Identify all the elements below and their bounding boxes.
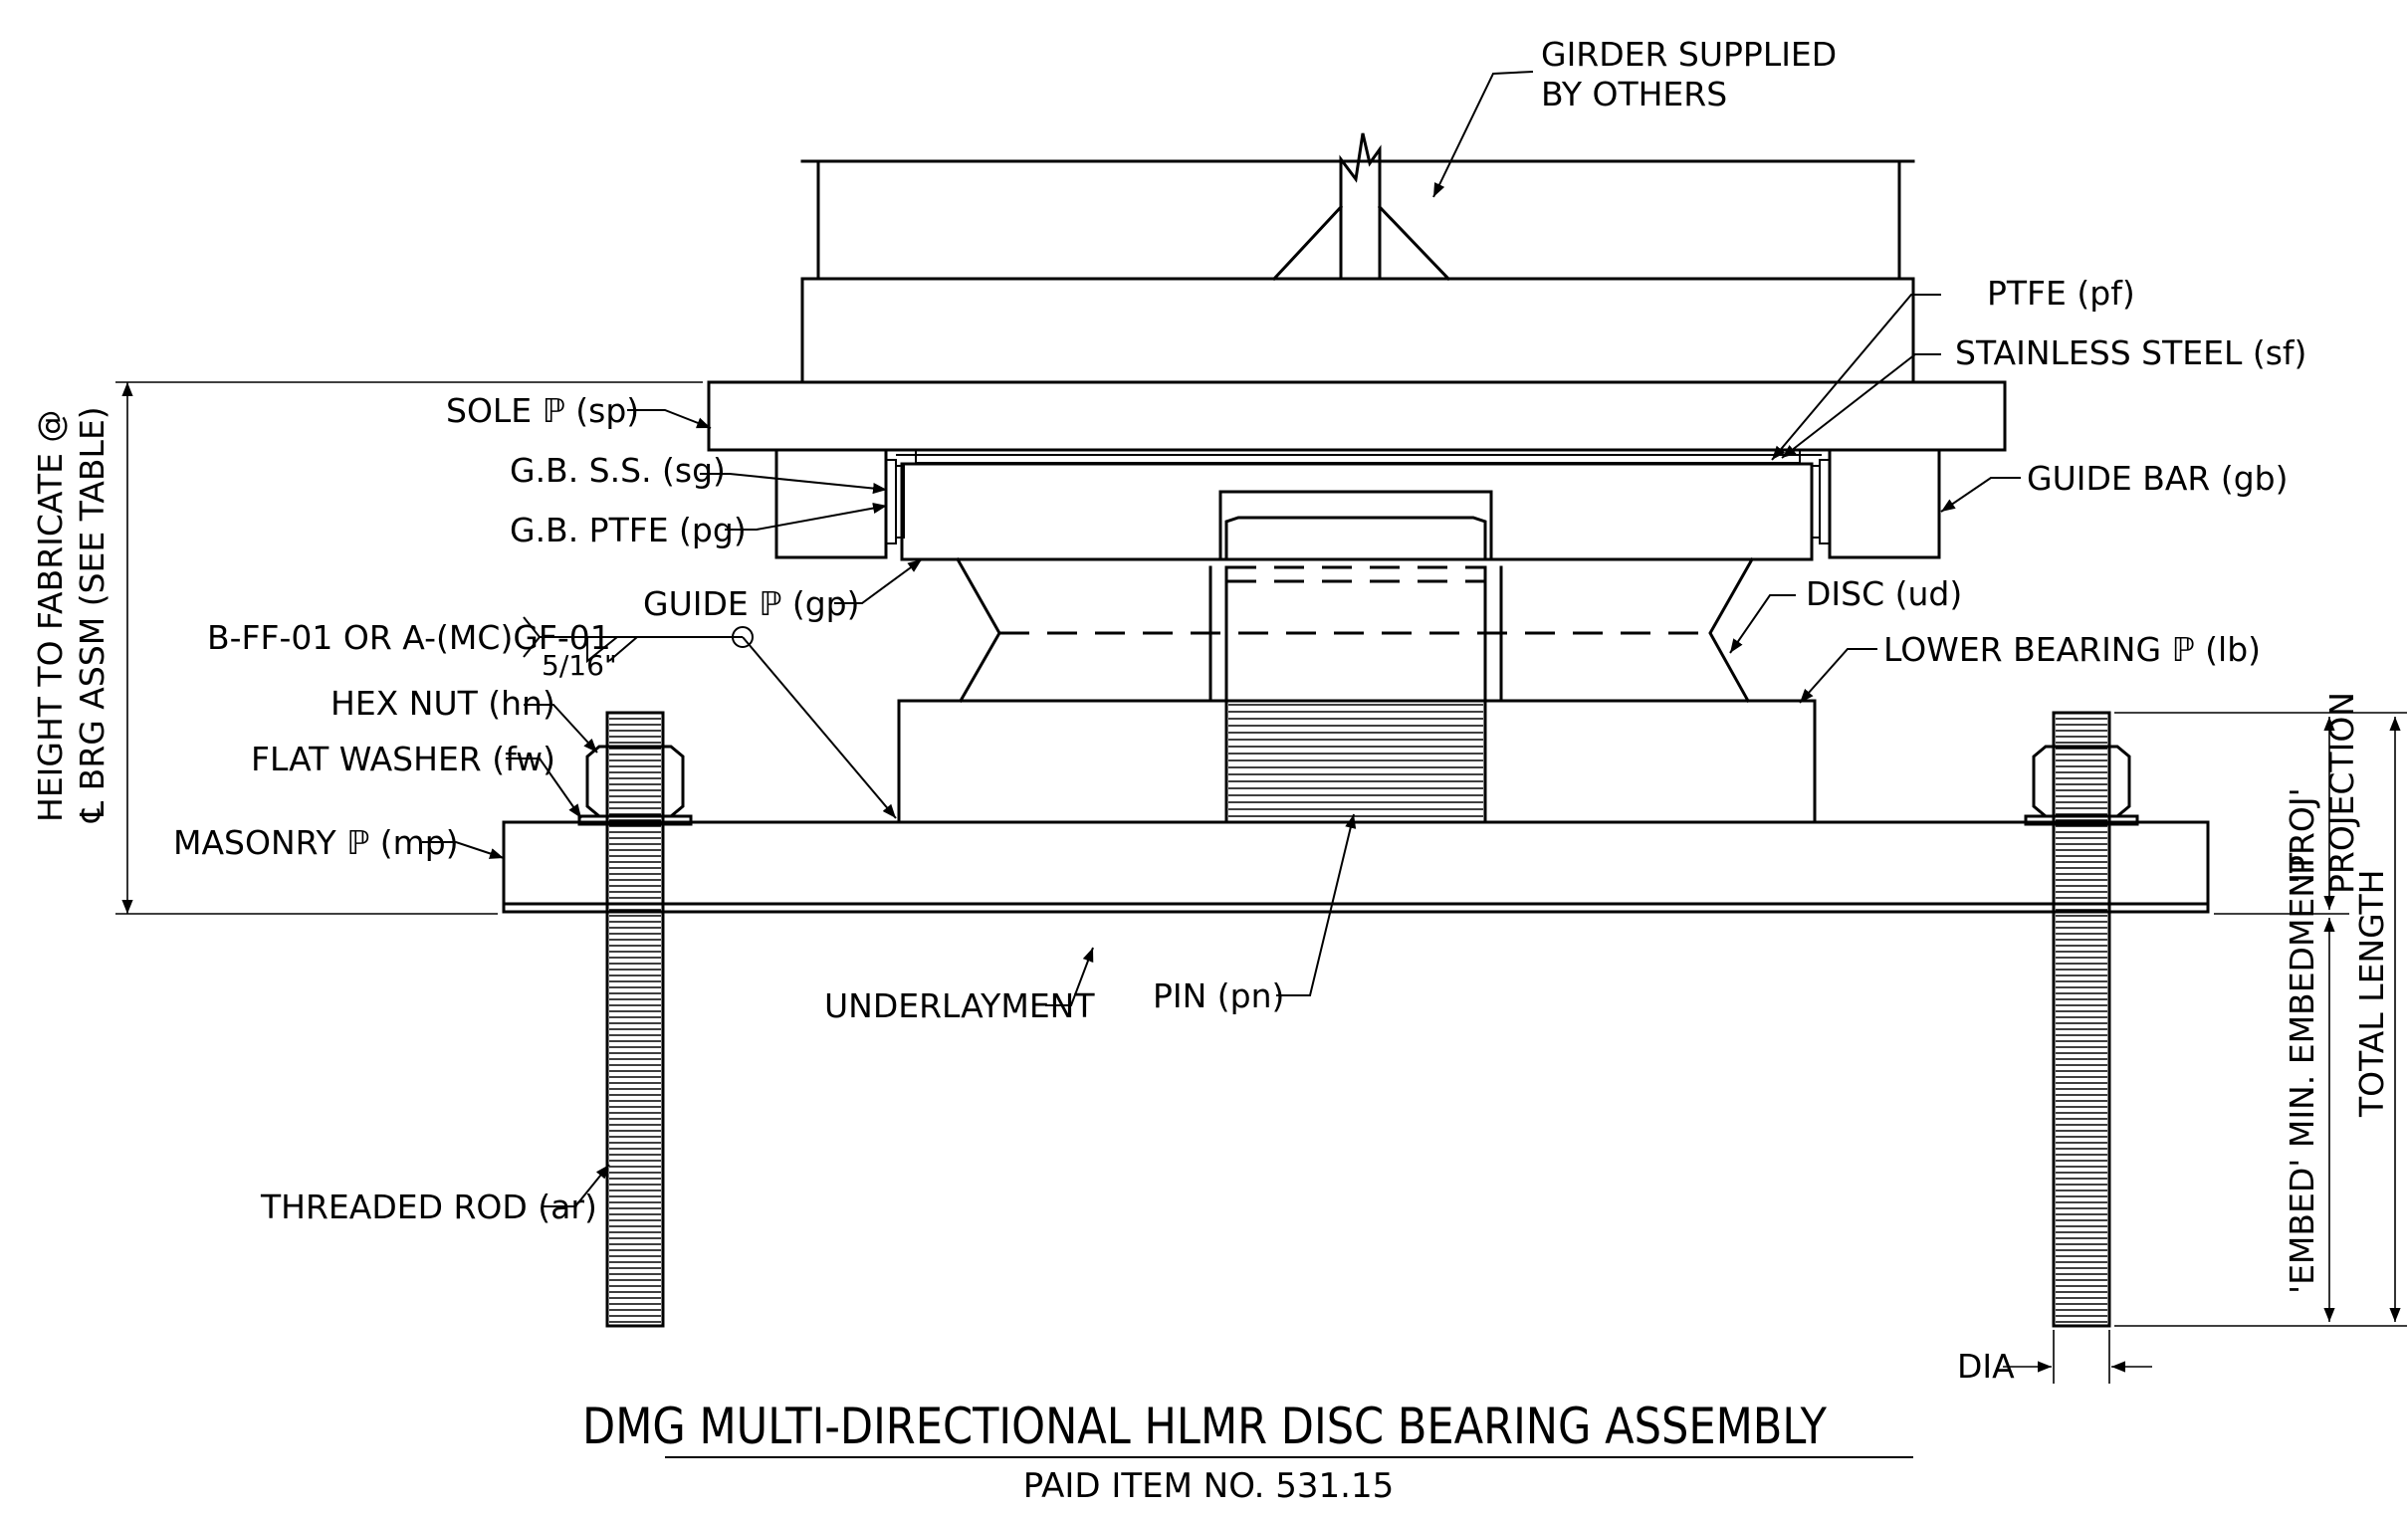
ptfe-label: PTFE (pf) bbox=[1987, 274, 2135, 313]
flat-washer-right bbox=[2024, 814, 2139, 826]
weld-size-label: 5/16" bbox=[542, 649, 617, 682]
hex-nut-left bbox=[585, 745, 685, 818]
hex-nut-right bbox=[2032, 745, 2131, 818]
projection-label-line2-visible: PROJECTION bbox=[2322, 692, 2361, 894]
sole-plate bbox=[707, 380, 2007, 452]
dia-label: DIA bbox=[1957, 1347, 2015, 1386]
flat-washer-label: FLAT WASHER (fw) bbox=[251, 740, 555, 778]
hex-nut-label: HEX NUT (hn) bbox=[330, 684, 555, 723]
gb-ptfe-label: G.B. PTFE (pg) bbox=[510, 511, 747, 549]
girder bbox=[800, 132, 1915, 384]
sole-plate-label: SOLE ℙ (sp) bbox=[446, 391, 639, 430]
disc bbox=[955, 556, 1755, 704]
sliding-surface bbox=[896, 449, 1822, 464]
lower-bearing-plate-label: LOWER BEARING ℙ (lb) bbox=[1883, 630, 2261, 669]
masonry-plate bbox=[502, 820, 2210, 914]
leader-lines bbox=[422, 71, 2021, 1207]
threaded-rod-left bbox=[605, 711, 665, 1328]
pin-label: PIN (pn) bbox=[1153, 976, 1284, 1015]
masonry-plate-label: MASONRY ℙ (mp) bbox=[173, 823, 459, 862]
threaded-rod-label: THREADED ROD (ar) bbox=[260, 1188, 597, 1226]
guide-bar-right bbox=[1811, 448, 1941, 559]
height-label-line1: HEIGHT TO FABRICATE @ bbox=[31, 410, 70, 822]
stainless-steel-label: STAINLESS STEEL (sf) bbox=[1955, 333, 2306, 372]
pin-threads bbox=[1228, 704, 1483, 817]
gb-ss-label: G.B. S.S. (sg) bbox=[510, 451, 726, 490]
weld-spec-label: B-FF-01 OR A-(MC)GF-01 bbox=[207, 618, 611, 657]
girder-label-line1: GIRDER SUPPLIED bbox=[1541, 35, 1837, 74]
underlayment-label: UNDERLAYMENT bbox=[824, 986, 1095, 1025]
dimension-lines bbox=[115, 381, 2407, 1384]
disc-label: DISC (ud) bbox=[1806, 574, 1962, 613]
drawing-title: DMG MULTI-DIRECTIONAL HLMR DISC BEARING … bbox=[582, 1398, 1827, 1455]
total-length-label: TOTAL LENGTH bbox=[2352, 870, 2391, 1118]
height-label-line2: ℄ BRG ASSM (SEE TABLE) bbox=[73, 406, 111, 823]
girder-label-line2: BY OTHERS bbox=[1541, 75, 1727, 113]
guide-bar-label: GUIDE BAR (gb) bbox=[2027, 459, 2289, 498]
pin bbox=[1208, 490, 1503, 824]
drawing-subtitle: PAID ITEM NO. 531.15 bbox=[1023, 1466, 1394, 1506]
guide-plate-label: GUIDE ℙ (gp) bbox=[643, 584, 859, 623]
embed-label: 'EMBED' MIN. EMBEDMENT bbox=[2283, 852, 2321, 1294]
threaded-rod-right bbox=[2052, 711, 2111, 1328]
projection-label-line1: 'PROJ' bbox=[2283, 787, 2321, 884]
guide-bar-left bbox=[774, 448, 905, 559]
flat-washer-left bbox=[577, 814, 693, 826]
guide-plate bbox=[900, 462, 1814, 561]
